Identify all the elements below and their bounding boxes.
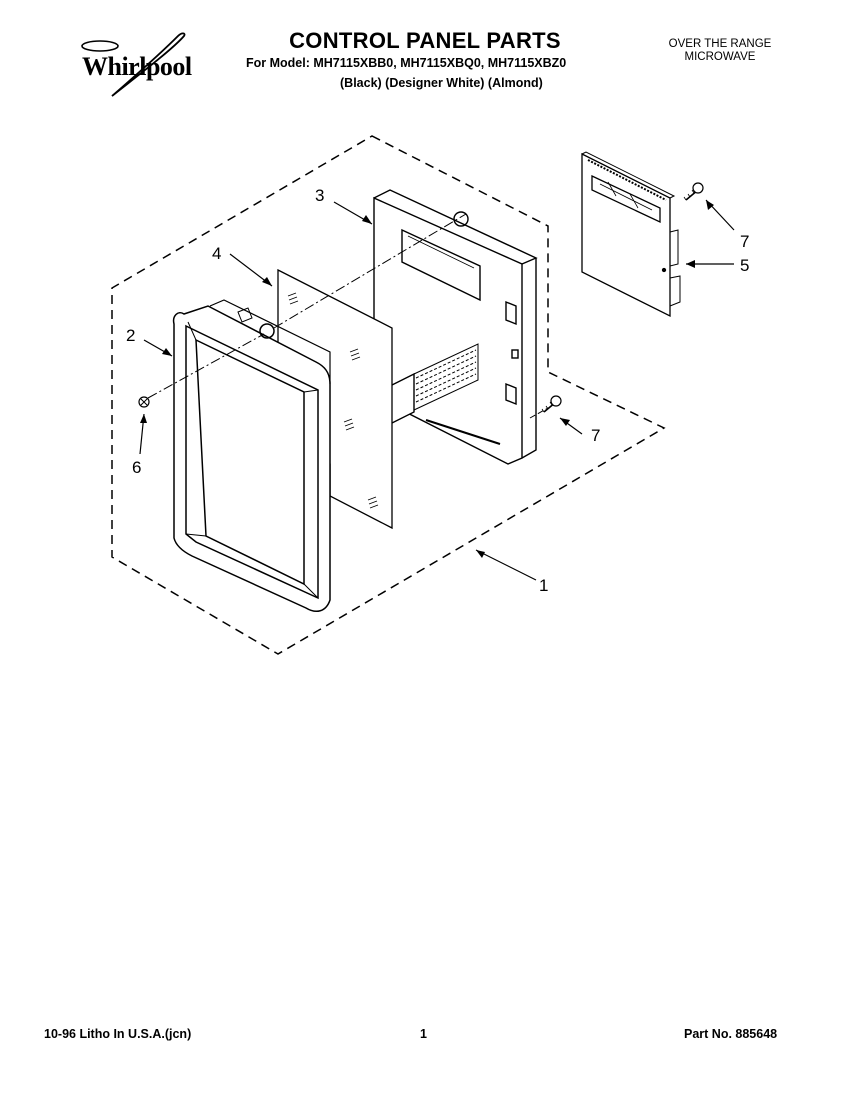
alignment-line-upper bbox=[273, 213, 467, 329]
alignment-line-right bbox=[529, 407, 549, 419]
model-numbers: For Model: MH7115XBB0, MH7115XBQ0, MH711… bbox=[246, 56, 567, 70]
screw-6 bbox=[138, 396, 150, 408]
callout-3: 3 bbox=[315, 186, 325, 205]
callout-6: 6 bbox=[132, 458, 142, 477]
callout-7-lower: 7 bbox=[591, 426, 601, 445]
leader-arrowheads bbox=[140, 200, 714, 558]
whirlpool-swirl-icon bbox=[81, 32, 186, 97]
page-title: CONTROL PANEL PARTS bbox=[289, 28, 561, 53]
alignment-line-lower bbox=[147, 333, 265, 399]
part-number: Part No. 885648 bbox=[684, 1027, 778, 1041]
control-housing bbox=[373, 189, 538, 465]
color-variants: (Black) (Designer White) (Almond) bbox=[340, 76, 543, 90]
screw-7-upper bbox=[683, 182, 704, 201]
control-panel-frame bbox=[172, 299, 331, 613]
control-board bbox=[581, 151, 681, 318]
product-line-1: OVER THE RANGE bbox=[668, 38, 772, 50]
litho-note: 10-96 Litho In U.S.A.(jcn) bbox=[44, 1027, 192, 1041]
callout-5: 5 bbox=[740, 256, 750, 275]
screw-7-lower bbox=[541, 395, 562, 413]
callout-7-upper: 7 bbox=[740, 232, 750, 251]
product-line-2: MICROWAVE bbox=[684, 51, 756, 63]
callout-2: 2 bbox=[126, 326, 136, 345]
whirlpool-logo: Whirlpool bbox=[72, 30, 212, 102]
brand-name: Whirlpool bbox=[82, 52, 192, 81]
callout-4: 4 bbox=[212, 244, 222, 263]
assembly-boundary bbox=[111, 135, 666, 655]
product-type: OVER THE RANGE MICROWAVE bbox=[640, 38, 800, 64]
page-number: 1 bbox=[420, 1027, 427, 1041]
callout-1: 1 bbox=[539, 576, 549, 595]
